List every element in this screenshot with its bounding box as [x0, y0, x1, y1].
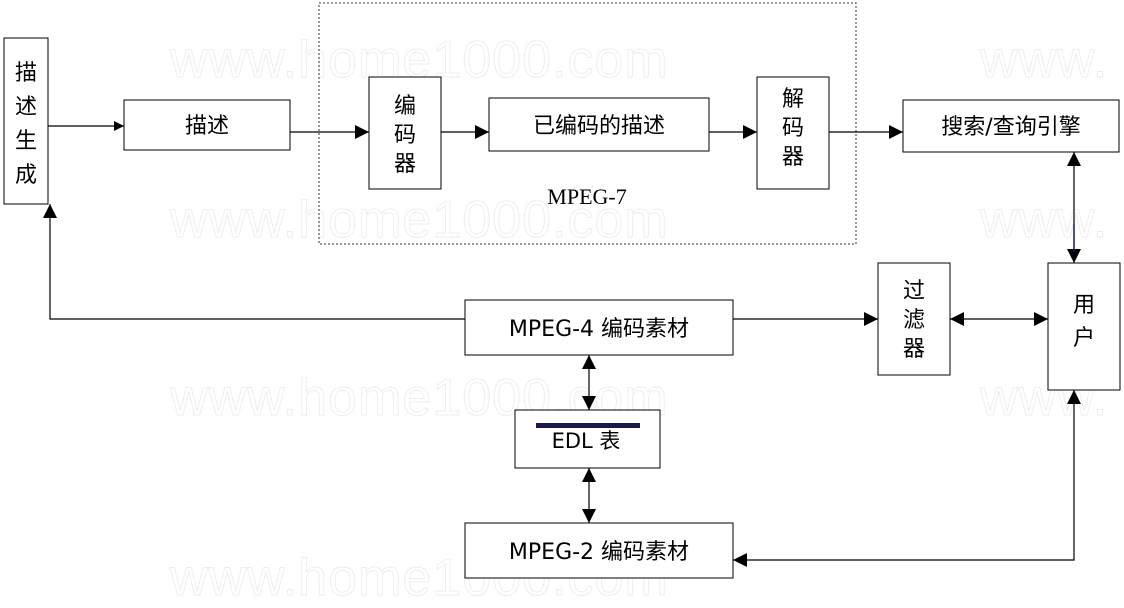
describe-generation-node: 描 述 生 成	[3, 37, 49, 205]
user-node: 用 户	[1047, 262, 1121, 391]
mpeg4-material-node: MPEG-4 编码素材	[464, 299, 734, 356]
encoder-node: 编 码 器	[368, 76, 442, 190]
mpeg7-label: MPEG-7	[547, 184, 626, 209]
search-engine-label: 搜索/查询引擎	[941, 115, 1080, 140]
mpeg-system-diagram: MPEG-7 描 述 生 成 描述 编 码 器 已编码的描述 解 码 器 搜索/…	[3, 2, 1121, 579]
describe-gen-char: 成	[15, 163, 37, 188]
filter-char: 滤	[903, 308, 925, 333]
describe-label: 描述	[185, 114, 229, 139]
filter-char: 过	[903, 279, 925, 304]
edl-table-node: EDL 表	[514, 409, 661, 469]
mpeg2-material-label: MPEG-2 编码素材	[509, 540, 689, 565]
describe-gen-char: 生	[15, 129, 37, 154]
mpeg2-material-node: MPEG-2 编码素材	[464, 522, 734, 579]
user-char: 用	[1073, 293, 1095, 318]
encoded-description-label: 已编码的描述	[533, 114, 665, 139]
filter-char: 器	[903, 337, 925, 362]
encoder-char: 码	[394, 123, 416, 148]
decoder-node: 解 码 器	[756, 76, 830, 190]
user-char: 户	[1073, 326, 1095, 351]
encoded-description-node: 已编码的描述	[488, 97, 710, 152]
edl-table-label: EDL 表	[552, 429, 621, 453]
edl-header-bar	[536, 423, 640, 428]
mpeg4-material-label: MPEG-4 编码素材	[509, 317, 689, 342]
arrow-user-mpeg2	[733, 390, 1081, 567]
arrow-mpeg4-to-gen	[43, 204, 465, 320]
search-engine-node: 搜索/查询引擎	[902, 99, 1120, 153]
describe-node: 描述	[123, 99, 291, 151]
decoder-char: 器	[782, 145, 804, 170]
decoder-char: 解	[782, 87, 804, 112]
connectors	[43, 121, 1081, 567]
describe-gen-char: 描	[15, 61, 37, 86]
encoder-char: 器	[394, 152, 416, 177]
filter-node: 过 滤 器	[877, 262, 951, 376]
mpeg7-region	[318, 2, 857, 245]
decoder-char: 码	[782, 116, 804, 141]
describe-gen-char: 述	[15, 95, 37, 120]
encoder-char: 编	[394, 94, 416, 119]
